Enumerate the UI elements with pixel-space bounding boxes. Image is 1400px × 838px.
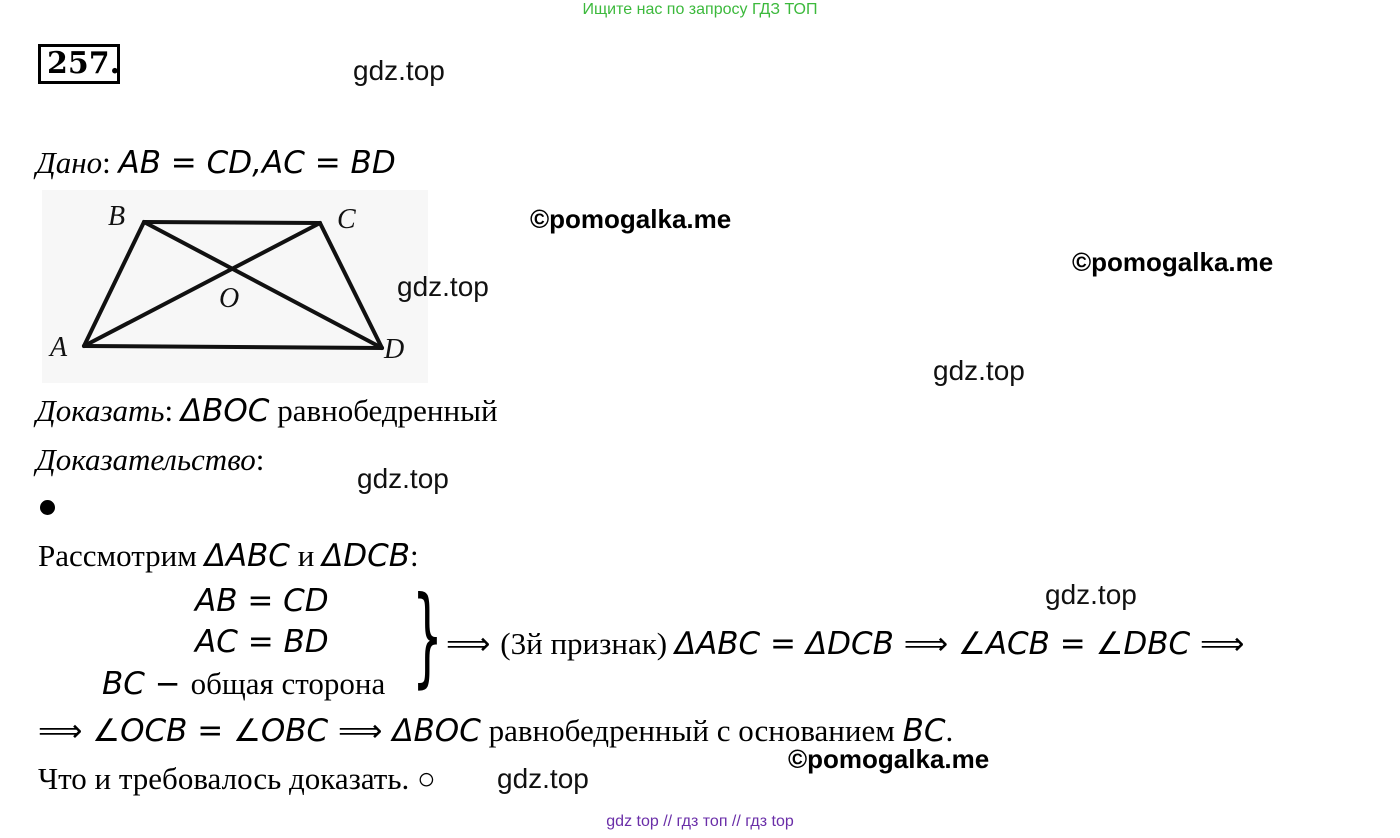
diagonal-bd — [142, 220, 384, 350]
diagonal-ac — [82, 221, 322, 348]
label-b: B — [108, 201, 125, 232]
side-bc — [142, 220, 322, 225]
watermark-gdz: gdz.top — [397, 271, 489, 302]
system-row-3-text: общая сторона — [190, 666, 386, 701]
watermark-pomogalka: ©pomogalka.me — [530, 204, 732, 234]
implication-line: ⟹ (3й признак) ΔABC = ΔDCB ⟹ ∠ACB = ∠DBC… — [446, 626, 1245, 662]
watermark-gdz: gdz.top — [353, 55, 445, 86]
conclusion-expr: ⟹ ∠OCB = ∠OBC ⟹ ΔBOC — [38, 713, 481, 749]
label-a: A — [48, 332, 68, 363]
watermark-gdz: gdz.top — [497, 763, 589, 794]
consider-suffix: : — [410, 538, 419, 573]
triangle-abc: ΔABC — [204, 538, 290, 574]
prove-line: Доказать: ΔBOC равнобедренный — [36, 393, 498, 429]
top-banner: Ищите нас по запросу ГДЗ ТОП — [582, 1, 818, 18]
watermark-pomogalka: ©pomogalka.me — [1072, 247, 1274, 277]
conclusion-line: ⟹ ∠OCB = ∠OBC ⟹ ΔBOC равнобедренный с ос… — [38, 713, 953, 749]
system-row-3: BC − общая сторона — [102, 666, 385, 702]
given-line: Дано: AB = CD,AC = BD — [36, 145, 396, 181]
qed-line: Что и требовалось доказать. ○ — [38, 761, 436, 796]
bottom-banner: gdz top // гдз топ // гдз top — [606, 813, 794, 830]
given-expr: AB = CD,AC = BD — [118, 145, 396, 181]
prove-label: Доказать — [36, 393, 165, 428]
watermark-pomogalka: ©pomogalka.me — [788, 744, 990, 774]
prove-expr: ΔBOC — [180, 393, 270, 429]
implication-arrow: ⟹ — [446, 626, 501, 662]
prove-colon: : — [164, 393, 174, 428]
consider-line: Рассмотрим ΔABC и ΔDCB: — [38, 538, 419, 574]
consider-prefix: Рассмотрим — [38, 538, 205, 573]
bullet-point — [40, 500, 55, 515]
system-row-1: AB = CD — [195, 583, 329, 619]
trapezoid-diagram: B C O A D — [48, 201, 404, 365]
implication-paren: (3й признак) — [500, 626, 675, 661]
proof-label-line: Доказательство: — [36, 442, 264, 478]
proof-colon: : — [255, 442, 265, 477]
watermark-gdz: gdz.top — [357, 463, 449, 494]
watermark-gdz: gdz.top — [1045, 579, 1137, 610]
proof-label: Доказательство — [36, 442, 256, 477]
conclusion-dot: . — [945, 713, 954, 748]
label-d: D — [383, 334, 404, 365]
given-label: Дано — [36, 145, 103, 180]
prove-rest: равнобедренный — [277, 393, 498, 428]
system-row-3-math: BC − — [102, 666, 191, 702]
trapezoid-figure: B C O A D — [42, 190, 428, 383]
watermark-gdz: gdz.top — [933, 355, 1025, 386]
given-colon: : — [102, 145, 111, 180]
side-ab — [82, 220, 146, 348]
system-row-2: AC = BD — [195, 624, 329, 660]
side-cd — [318, 221, 384, 350]
implication-expr: ΔABC = ΔDCB ⟹ ∠ACB = ∠DBC ⟹ — [674, 626, 1245, 662]
label-c: C — [337, 204, 356, 235]
right-brace: } — [412, 574, 443, 699]
triangle-dcb: ΔDCB — [322, 538, 411, 574]
problem-number: 257. — [38, 44, 120, 84]
side-ad — [82, 344, 384, 350]
conclusion-base: BC — [902, 713, 946, 749]
consider-mid: и — [289, 538, 323, 573]
conclusion-text: равнобедренный с основанием — [480, 713, 903, 748]
label-o: O — [219, 283, 239, 314]
